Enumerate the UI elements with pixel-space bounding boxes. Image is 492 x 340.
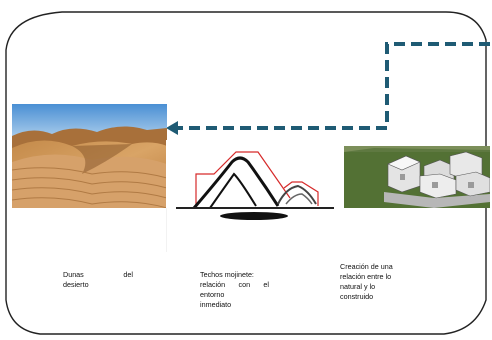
roof-sketch: [165, 140, 342, 252]
caption-desert-line2: desierto: [63, 280, 89, 289]
caption-desert-line1: Dunas del: [63, 270, 133, 280]
caption-dunes-word: Dunas: [63, 270, 84, 279]
building-3d-model: [344, 146, 490, 208]
caption-roofs-line1: Techos mojinete:: [200, 270, 254, 279]
desert-dunes-photo: [12, 104, 167, 208]
caption-roofs-line2: relación con el: [200, 280, 269, 289]
caption-creation-line4: construido: [340, 292, 374, 301]
caption-del-word: del: [123, 270, 133, 279]
caption-creation-line2: relación entre lo: [340, 272, 392, 281]
caption-roofs: Techos mojinete: relación con el entorno…: [200, 270, 269, 310]
caption-creation-line1: Creación de una: [340, 262, 393, 271]
caption-roofs-line4: inmediato: [200, 300, 232, 309]
feedback-dashed-arrow: [166, 42, 490, 135]
caption-desert-dunes: Dunas del desierto: [63, 270, 133, 290]
caption-roofs-line3: entorno: [200, 290, 225, 299]
caption-creation-line3: natural y lo: [340, 282, 376, 291]
caption-creation: Creación de una relación entre lo natura…: [340, 262, 412, 302]
